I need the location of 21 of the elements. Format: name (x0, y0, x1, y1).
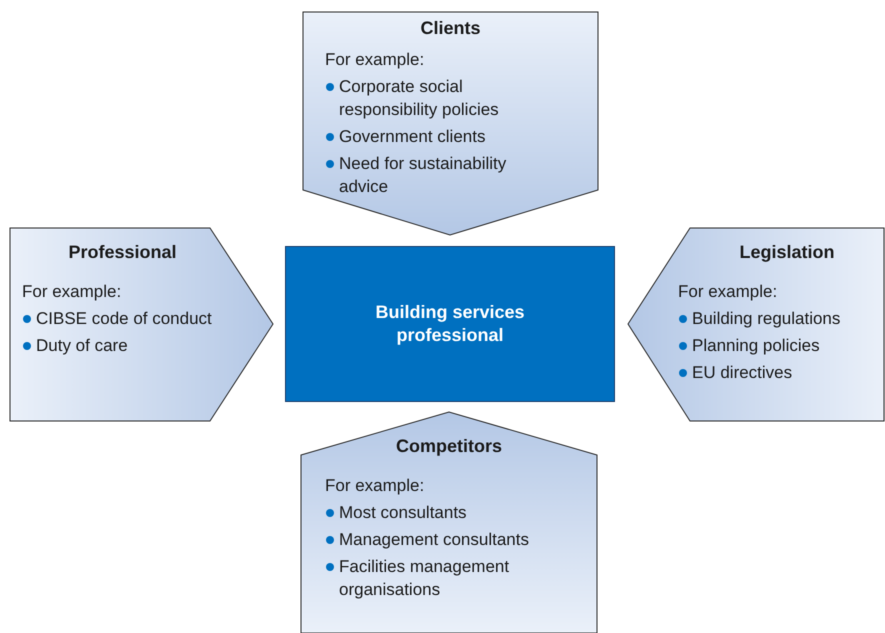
bullet-item: CIBSE code of conduct (22, 307, 272, 330)
bullet-item: Management consultants (325, 528, 593, 551)
bullet-item: Need for sustainability advice (325, 152, 557, 198)
intro-text: For example: (325, 49, 426, 71)
bullet-item: Building regulations (678, 307, 884, 330)
node-heading: Legislation (738, 242, 836, 263)
node-heading: Clients (419, 18, 482, 39)
bullet-item: Duty of care (22, 334, 272, 357)
bullet-item: Most consultants (325, 501, 593, 524)
central-box-label: Building services professional (374, 301, 526, 347)
bullet-item: EU directives (678, 361, 884, 384)
bullet-item: Planning policies (678, 334, 884, 357)
node-heading: Competitors (394, 436, 503, 457)
bullet-item: Facilities management organisations (325, 555, 593, 601)
intro-text: For example: (325, 475, 426, 497)
bullet-item: Corporate social responsibility policies (325, 75, 557, 121)
intro-text: For example: (22, 281, 122, 303)
intro-text: For example: (678, 281, 778, 303)
node-heading: Professional (67, 242, 178, 263)
central-box (285, 246, 615, 402)
bullet-item: Government clients (325, 125, 557, 148)
